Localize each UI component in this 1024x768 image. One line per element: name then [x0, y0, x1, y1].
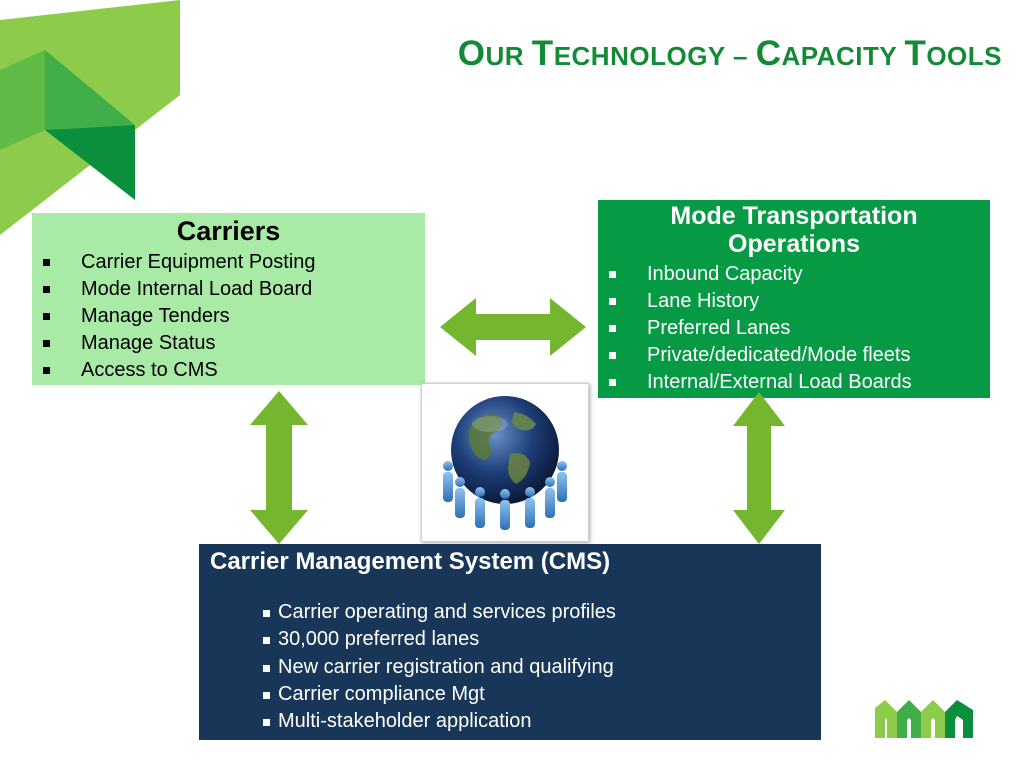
carriers-box: Carriers Carrier Equipment Posting Mode …: [32, 213, 425, 385]
list-item: Lane History: [598, 288, 990, 315]
list-item: Carrier compliance Mgt: [199, 681, 821, 708]
corner-logo: [0, 0, 180, 235]
list-item: Manage Status: [32, 330, 425, 357]
double-arrow-vertical-right: [733, 392, 785, 544]
mode-logo-icon: [875, 700, 973, 738]
carriers-list: Carrier Equipment Posting Mode Internal …: [32, 249, 425, 384]
list-item: Mode Internal Load Board: [32, 276, 425, 303]
list-item: 30,000 preferred lanes: [199, 626, 821, 653]
mode-operations-list: Inbound Capacity Lane History Preferred …: [598, 261, 990, 396]
list-item: Access to CMS: [32, 357, 425, 384]
list-item: New carrier registration and qualifying: [199, 654, 821, 681]
carriers-heading: Carriers: [176, 216, 281, 246]
cms-list: Carrier operating and services profiles …: [199, 599, 821, 735]
mode-operations-box: Mode Transportation Operations Inbound C…: [598, 200, 990, 398]
list-item: Internal/External Load Boards: [598, 369, 990, 396]
list-item: Preferred Lanes: [598, 315, 990, 342]
list-item: Multi-stakeholder application: [199, 708, 821, 735]
double-arrow-vertical-left: [250, 391, 308, 544]
globe-picture: [421, 383, 589, 542]
list-item: Private/dedicated/Mode fleets: [598, 342, 990, 369]
list-item: Carrier Equipment Posting: [32, 249, 425, 276]
cms-heading: Carrier Management System (CMS): [210, 548, 611, 575]
list-item: Inbound Capacity: [598, 261, 990, 288]
list-item: Carrier operating and services profiles: [199, 599, 821, 626]
page-title: OUR TECHNOLOGY – CAPACITY TOOLS: [457, 34, 1002, 73]
mode-operations-heading: Mode Transportation Operations: [670, 202, 918, 258]
list-item: Manage Tenders: [32, 303, 425, 330]
double-arrow-horizontal: [440, 298, 586, 356]
cms-box: Carrier Management System (CMS) Carrier …: [199, 544, 821, 740]
globe-people-icon: [443, 396, 567, 530]
